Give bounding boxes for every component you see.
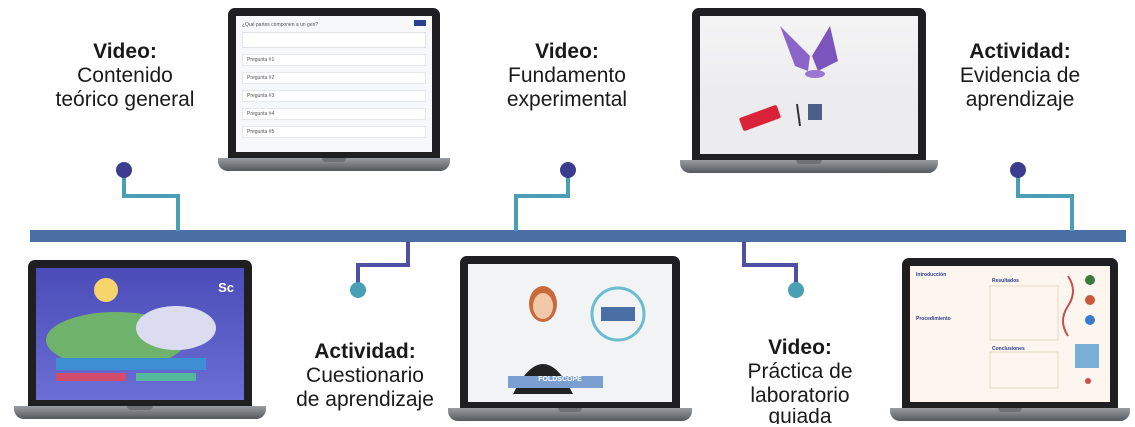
label-evidencia-title: Actividad: [969, 40, 1071, 63]
connector-5 [742, 241, 798, 290]
label-evidencia-line1: Evidencia de [959, 64, 1081, 87]
label-practica-title: Video: [768, 336, 832, 359]
presenter-display: FOLDSCOPE [468, 264, 672, 402]
lab-photo-image [700, 26, 918, 154]
report-procedure-heading: Procedimiento [916, 316, 951, 322]
quiz-item-label: Pregunta #1 [247, 57, 275, 63]
label-practica-line2: laboratorio [750, 384, 850, 407]
node-5 [788, 282, 804, 298]
laptop-lab-photo-screen [692, 8, 926, 160]
quiz-item[interactable]: Pregunta #3 [242, 90, 426, 102]
quiz-submit-button[interactable] [414, 20, 426, 26]
quiz-question: ¿Qué partes componen a un gen? [242, 22, 319, 28]
quiz-answer-box[interactable] [242, 32, 426, 48]
label-cuestionario: Actividad: Cuestionario de aprendizaje [290, 340, 440, 412]
presenter-caption: FOLDSCOPE [538, 376, 582, 383]
science-display: Sc [36, 268, 244, 400]
laptop-report-base [890, 408, 1130, 421]
laptop-lab-photo-base [680, 160, 938, 173]
label-contenido-title: Video: [93, 40, 157, 63]
lab-photo-display [700, 16, 918, 154]
label-cuestionario-line2: de aprendizaje [296, 388, 434, 411]
label-practica-line3: guiada [768, 408, 832, 424]
label-evidencia: Actividad: Evidencia de aprendizaje [950, 40, 1090, 112]
science-logo: Sc [218, 280, 234, 295]
quiz-display: ¿Qué partes componen a un gen? Pregunta … [236, 16, 432, 152]
report-intro-heading: Introducción [916, 272, 947, 278]
connector-2 [514, 170, 570, 231]
laptop-lab-photo [680, 8, 938, 184]
laptop-science-screen: Sc [28, 260, 252, 406]
laptop-presenter-screen: FOLDSCOPE [460, 256, 680, 408]
quiz-item-label: Pregunta #4 [247, 111, 275, 117]
laptop-report-screen: Introducción Resultados Procedimiento Co… [902, 258, 1118, 408]
laptop-quiz: ¿Qué partes componen a un gen? Pregunta … [218, 8, 450, 184]
label-cuestionario-line1: Cuestionario [306, 364, 424, 387]
report-conclusions-heading: Conclusiones [992, 346, 1025, 352]
science-illustration [46, 278, 216, 381]
label-fundamento-title: Video: [535, 40, 599, 63]
connector-4 [356, 241, 410, 290]
label-evidencia-line2: aprendizaje [965, 88, 1075, 111]
laptop-presenter-base [448, 408, 692, 421]
label-practica-line1: Práctica de [747, 360, 853, 383]
connector-1 [122, 170, 180, 231]
laptop-quiz-base [218, 158, 450, 171]
node-4 [350, 282, 366, 298]
label-fundamento-line1: Fundamento [508, 64, 626, 87]
label-fundamento: Video: Fundamento experimental [497, 40, 637, 112]
report-display: Introducción Resultados Procedimiento Co… [910, 266, 1110, 402]
quiz-item-label: Pregunta #5 [247, 129, 275, 135]
laptop-science: Sc [14, 260, 266, 427]
quiz-item-label: Pregunta #2 [247, 75, 275, 81]
presenter-image [508, 286, 646, 394]
node-3 [1010, 162, 1026, 178]
laptop-science-base [14, 406, 266, 419]
label-practica: Video: Práctica de laboratorio guiada [730, 336, 870, 424]
label-fundamento-line2: experimental [506, 88, 628, 111]
quiz-item-label: Pregunta #3 [247, 93, 275, 99]
quiz-item[interactable]: Pregunta #1 [242, 54, 426, 66]
label-contenido: Video: Contenido teórico general [55, 40, 195, 112]
laptop-quiz-screen: ¿Qué partes componen a un gen? Pregunta … [228, 8, 440, 158]
report-graphics [989, 275, 1099, 389]
quiz-item[interactable]: Pregunta #2 [242, 72, 426, 84]
laptop-report: Introducción Resultados Procedimiento Co… [890, 258, 1130, 427]
quiz-item[interactable]: Pregunta #5 [242, 126, 426, 138]
connector-3 [1016, 170, 1074, 231]
label-contenido-line1: Contenido [77, 64, 173, 87]
report-results-heading: Resultados [992, 278, 1019, 284]
laptop-presenter: FOLDSCOPE [448, 256, 692, 427]
quiz-item[interactable]: Pregunta #4 [242, 108, 426, 120]
label-contenido-line2: teórico general [55, 88, 195, 111]
node-2 [560, 162, 576, 178]
label-cuestionario-title: Actividad: [314, 340, 416, 363]
node-1 [116, 162, 132, 178]
